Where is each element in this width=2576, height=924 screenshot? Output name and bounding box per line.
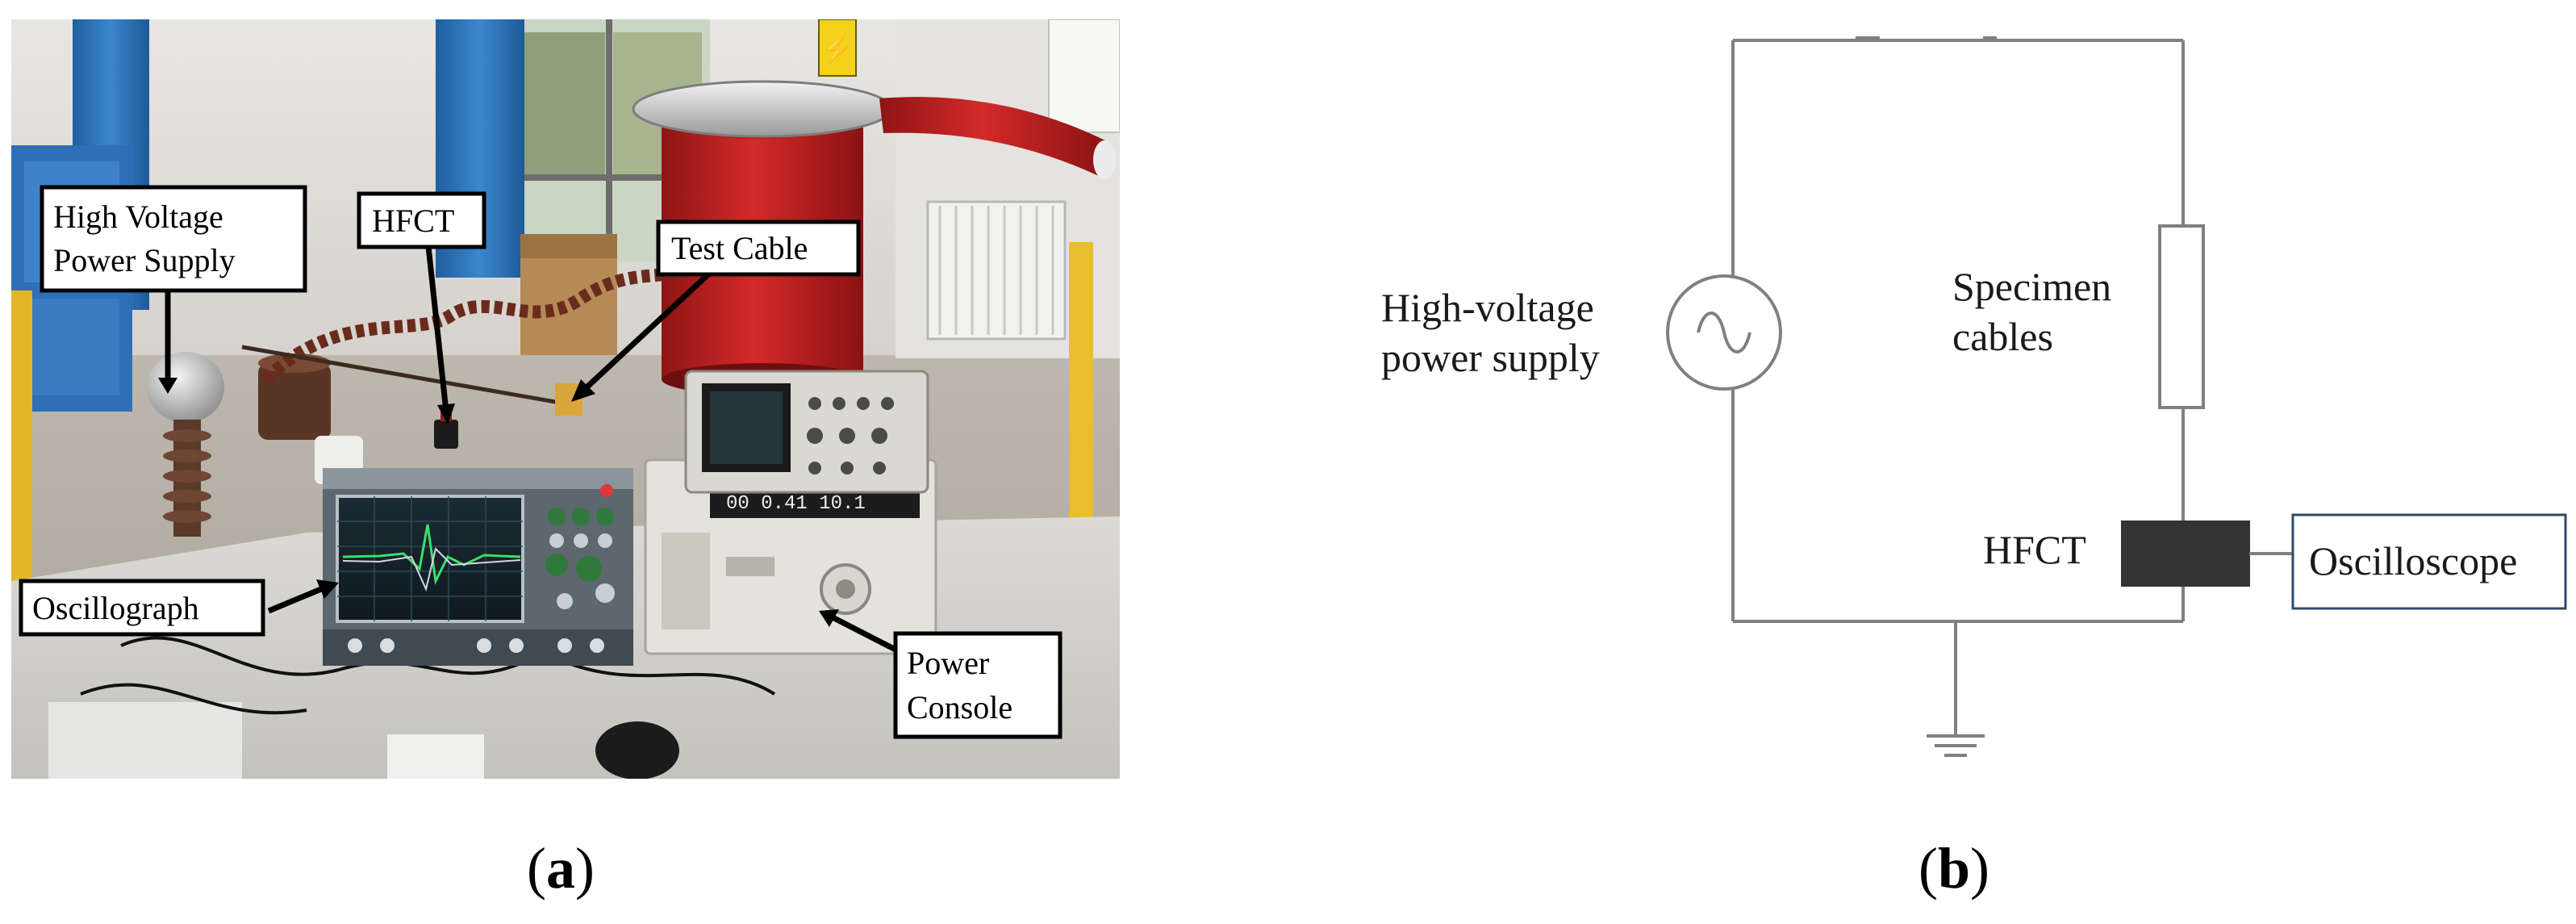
label-box-hfct	[357, 191, 486, 249]
arrow-power-console	[831, 614, 897, 653]
label-box-oscillograph	[19, 579, 265, 637]
mouse	[595, 721, 679, 779]
photo-arrows	[158, 238, 897, 653]
label-power-console-line2: Console	[907, 689, 1012, 725]
photo-panel: ⚡	[11, 19, 1120, 779]
label-box-hv-supply	[40, 185, 307, 293]
radiator	[926, 200, 1067, 341]
label-test-cable: Test Cable	[671, 230, 808, 266]
circuit-panel	[1666, 36, 2567, 757]
source-label-line2: power supply	[1381, 335, 1600, 380]
arrow-hfct	[424, 238, 449, 412]
arrow-oscillograph	[267, 586, 323, 614]
warning-sign	[818, 19, 857, 77]
caption-a: (a)	[527, 836, 595, 901]
label-oscillograph: Oscillograph	[32, 590, 199, 626]
specimen-cable-symbol	[2158, 224, 2205, 409]
label-box-power-console	[893, 631, 1063, 739]
svg-text:00 0.41 10.1: 00 0.41 10.1	[726, 493, 866, 515]
caption-b: (b)	[1918, 836, 1989, 901]
ac-source-symbol	[1666, 274, 1782, 391]
label-hfct: HFCT	[372, 203, 454, 239]
coiled-cable	[261, 260, 697, 384]
label-power-console-line1: Power	[907, 645, 989, 681]
oscilloscope-box	[2291, 513, 2567, 610]
source-label-line1: High-voltage	[1381, 285, 1594, 330]
label-hv-supply-line1: High Voltage	[53, 199, 223, 235]
hfct-block	[2121, 521, 2250, 587]
warning-sign-icon: ⚡	[820, 33, 854, 65]
label-hv-supply-line2: Power Supply	[53, 242, 236, 278]
oscilloscope-label: Oscilloscope	[2309, 538, 2517, 583]
ground-icon	[1927, 734, 1985, 757]
oscillograph-device	[323, 468, 633, 666]
sine-wave-icon	[1697, 311, 1751, 353]
specimen-label-line2: cables	[1952, 314, 2053, 359]
arrow-test-cable	[582, 270, 712, 391]
small-oscilloscope-device	[684, 370, 929, 494]
hfct-label: HFCT	[1983, 527, 2086, 572]
hfct-sensor	[434, 420, 458, 449]
specimen-label-line1: Specimen	[1952, 264, 2111, 309]
label-box-test-cable	[656, 220, 861, 277]
